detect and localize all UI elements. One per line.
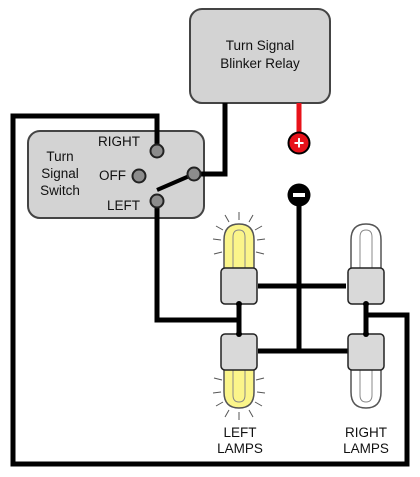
right-lamps-label-line1: RIGHT [345, 425, 387, 440]
left-circuit-wire [154, 207, 239, 323]
relay-label-line2: Blinker Relay [220, 56, 300, 71]
right-lower-contact [363, 331, 369, 337]
left-lamps-label-line2: LAMPS [217, 441, 263, 456]
left-upper-bulb-icon [212, 212, 266, 305]
relay-label-line1: Turn Signal [225, 38, 295, 53]
left-upper-contact [236, 301, 242, 307]
right-upper-bulb-icon [347, 223, 385, 305]
left-lower-contact [236, 331, 242, 337]
left-lower-socket [220, 333, 258, 371]
right-terminal [149, 143, 165, 159]
switch-label-line1: Turn [46, 149, 74, 164]
right-lamps-label-line2: LAMPS [343, 441, 389, 456]
switch-label-line2: Signal [41, 166, 79, 181]
negative-symbol [293, 193, 305, 197]
relay-to-switch-wire [194, 103, 228, 177]
common-terminal [186, 166, 202, 182]
positive-symbol: + [294, 133, 305, 153]
blinker-relay-box [189, 8, 331, 104]
left-terminal [149, 193, 165, 209]
left-upper-socket [220, 267, 258, 305]
right-upper-socket [347, 267, 385, 305]
switch-position-left: LEFT [107, 198, 141, 213]
right-lower-bulb-icon [347, 333, 385, 409]
switch-label-line3: Switch [40, 183, 80, 198]
switch-position-right: RIGHT [98, 134, 140, 149]
wires [10, 103, 410, 467]
switch-position-off: OFF [99, 168, 126, 183]
off-terminal [131, 168, 147, 184]
negative-terminal [287, 183, 311, 207]
right-lower-socket [347, 333, 385, 371]
left-lower-bulb-icon [212, 333, 266, 420]
positive-terminal: + [287, 131, 311, 155]
right-upper-contact [363, 301, 369, 307]
left-lamps-label-line1: LEFT [223, 425, 257, 440]
right-circuit-wire [10, 113, 410, 467]
